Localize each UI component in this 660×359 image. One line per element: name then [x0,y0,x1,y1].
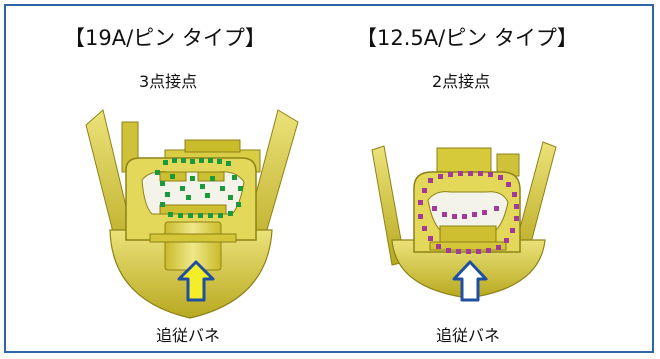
right-connector [371,141,557,302]
left-title: 【19A/ピン タイプ】 [64,26,266,50]
right-title: 【12.5A/ピン タイプ】 [356,26,578,50]
right-subtitle: 2点接点 [432,72,491,91]
right-caption: 追従バネ [436,326,501,345]
left-caption: 追従バネ [156,326,221,345]
right-contact-points [418,171,519,254]
right-follower-arrow [452,260,488,302]
left-follower-arrow [177,260,215,302]
left-contact-points [155,158,243,218]
figure-frame [4,4,654,353]
left-subtitle: 3点接点 [139,72,198,91]
left-connector [85,109,299,319]
